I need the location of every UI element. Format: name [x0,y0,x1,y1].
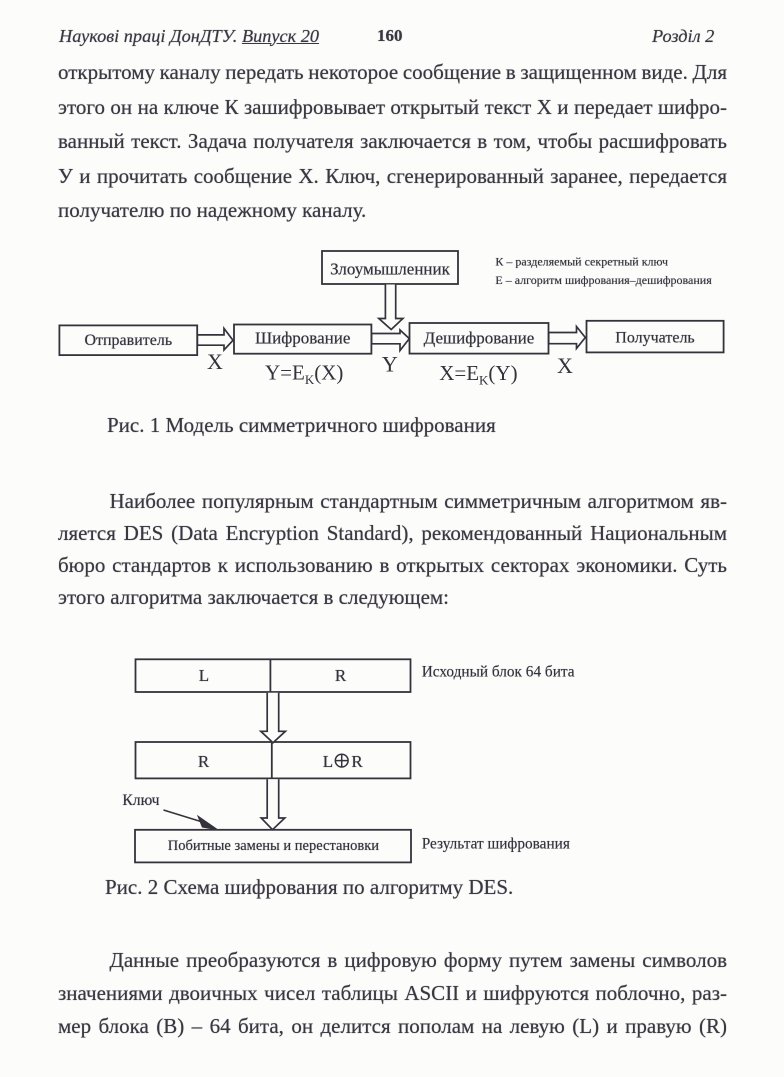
svg-text:Е – алгоритм шифрования–дешифр: Е – алгоритм шифрования–дешифрования [495,273,712,287]
svg-text:Побитные замены и перестановки: Побитные замены и перестановки [168,838,380,854]
svg-text:Y=EK(X): Y=EK(X) [265,361,343,388]
svg-text:Y: Y [382,352,398,377]
svg-text:Шифрование: Шифрование [255,329,350,348]
svg-text:X: X [557,353,573,378]
svg-text:X=EK(Y): X=EK(Y) [439,361,517,388]
svg-text:L: L [323,752,333,771]
svg-text:Ключ: Ключ [122,792,159,809]
svg-text:Исходный блок 64 бита: Исходный блок 64 бита [422,664,575,681]
svg-text:R: R [351,752,363,771]
svg-text:R: R [335,666,347,685]
svg-text:Злоумышленник: Злоумышленник [330,260,450,279]
svg-text:X: X [207,349,223,374]
svg-text:R: R [198,752,210,771]
svg-text:Отправитель: Отправитель [84,332,172,349]
svg-text:К – разделяемый секретный ключ: К – разделяемый секретный ключ [495,254,668,268]
svg-text:Результат шифрования: Результат шифрования [422,835,570,852]
svg-text:Дешифрование: Дешифрование [424,328,535,347]
svg-text:L: L [199,666,209,685]
svg-text:Получатель: Получатель [615,330,694,347]
